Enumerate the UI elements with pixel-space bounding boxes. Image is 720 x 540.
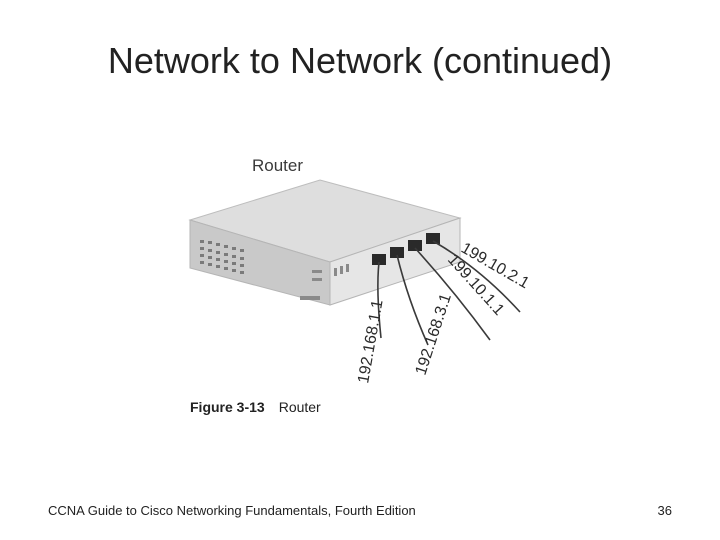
cable-2 xyxy=(396,254,429,346)
cable-3 xyxy=(414,247,491,341)
ip-label-2: 192.168.3.1 xyxy=(413,291,455,377)
port-4 xyxy=(426,233,440,244)
vent-grid xyxy=(200,240,244,274)
figure-number: Figure 3-13 xyxy=(190,399,265,415)
ip-label-1: 192.168.1.1 xyxy=(355,298,386,384)
front-indicators xyxy=(300,264,349,300)
figure-caption: Figure 3-13 Router xyxy=(190,399,321,415)
page-number: 36 xyxy=(657,503,672,518)
router-label: Router xyxy=(252,156,304,175)
port-2 xyxy=(390,247,404,258)
port-1 xyxy=(372,254,386,265)
port-3 xyxy=(408,240,422,251)
slide-footer: CCNA Guide to Cisco Networking Fundament… xyxy=(48,503,416,518)
figure-caption-text: Router xyxy=(278,399,321,415)
ethernet-ports xyxy=(372,233,440,265)
cable-4 xyxy=(432,240,521,313)
cable-1 xyxy=(377,261,382,339)
slide-title: Network to Network (continued) xyxy=(107,40,613,81)
router-device xyxy=(188,179,462,306)
network-cables xyxy=(377,240,521,346)
